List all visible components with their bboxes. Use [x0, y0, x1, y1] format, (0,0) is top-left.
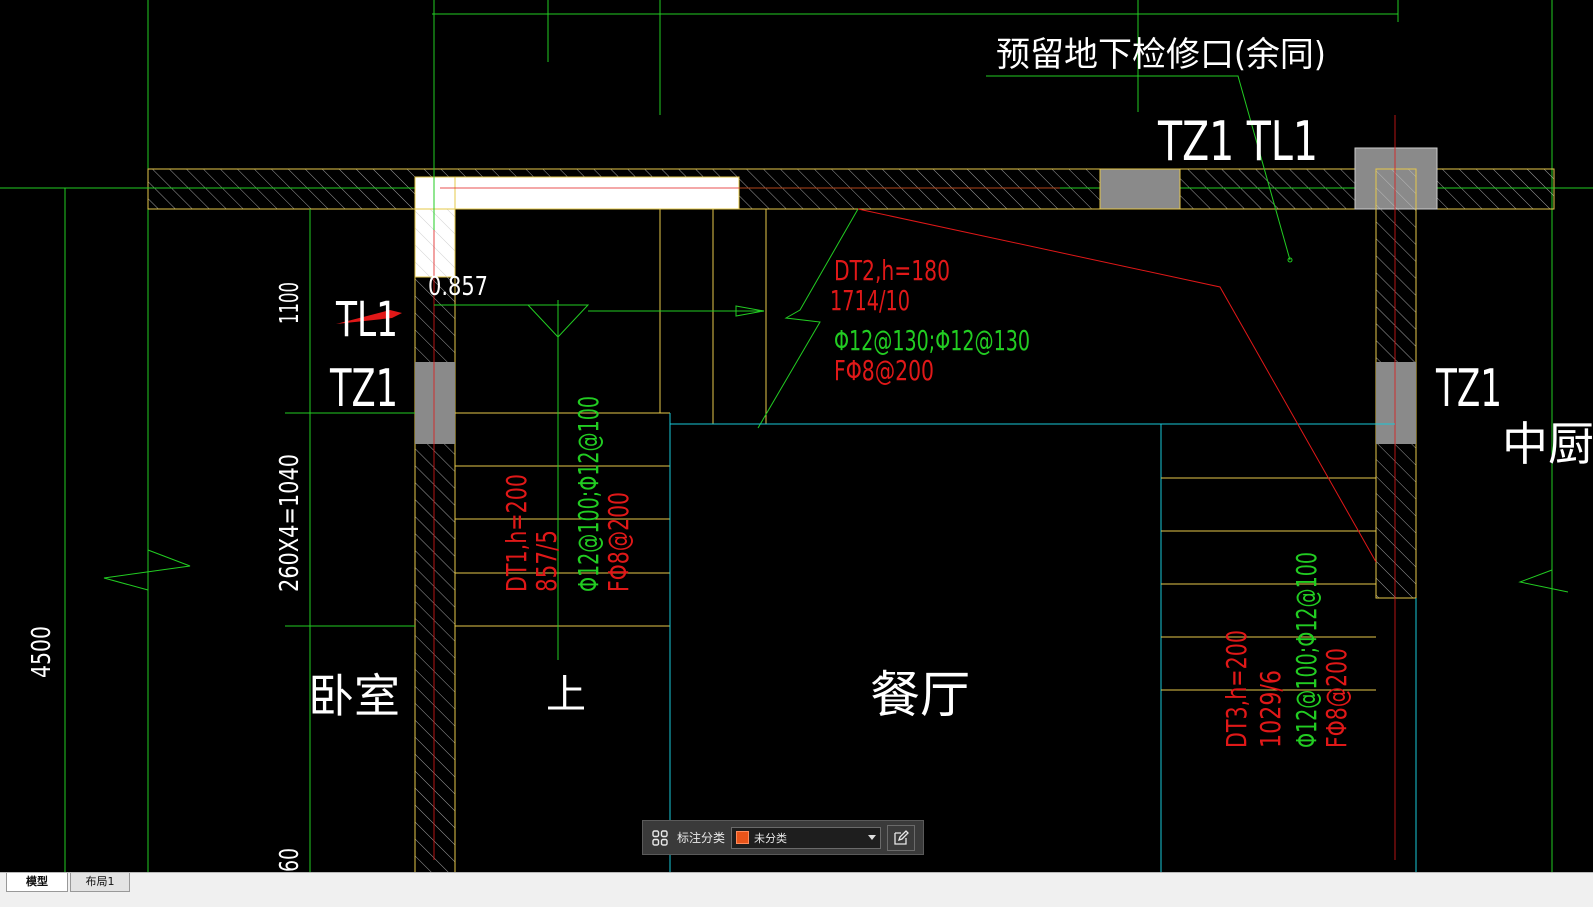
edit-button[interactable] [887, 824, 916, 851]
leader-line [986, 75, 1291, 261]
left-column [414, 0, 456, 876]
tz1-right-label: TZ1 [1435, 359, 1502, 419]
tz1-left-label: TZ1 [329, 359, 398, 419]
break-line [757, 208, 859, 429]
break-line [103, 549, 191, 591]
annotation-category-select[interactable]: 未分类 [731, 826, 882, 849]
dt2-steps: 1714/10 [830, 284, 910, 317]
dt1-rebar: Φ12@100;Φ12@100 [572, 396, 605, 592]
left-dimensions [64, 188, 415, 875]
bedroom-label: 卧室 [308, 669, 400, 723]
section-line [857, 208, 1377, 563]
chevron-down-icon [868, 835, 877, 840]
red-arrow-icon [336, 310, 402, 324]
stair-arrow-head [527, 304, 590, 338]
stair-dt3 [1161, 477, 1376, 691]
dim-60: 60 [275, 848, 305, 872]
dt3-steps: 1029/6 [1254, 670, 1287, 748]
dt1-dist: FΦ8@200 [602, 492, 635, 592]
top-wall [0, 147, 1593, 210]
grid-icon[interactable] [649, 827, 671, 849]
dt3-rebar: Φ12@100;Φ12@100 [1290, 552, 1323, 748]
tab-layout1[interactable]: 布局1 [70, 873, 130, 892]
dt2-label: DT2,h=180 [834, 254, 950, 287]
dim-1100: 1100 [275, 282, 305, 324]
tz1-tl1-label: TZ1 TL1 [1157, 110, 1318, 173]
edit-icon [894, 829, 909, 845]
room-boundary [669, 413, 1395, 875]
dim-stair: 260X4=1040 [275, 454, 305, 592]
annotation-category-label: 标注分类 [677, 831, 726, 845]
selected-category: 未分类 [754, 831, 788, 845]
top-dimension [432, 0, 1399, 115]
right-column [1375, 115, 1417, 875]
tab-model[interactable]: 模型 [6, 873, 68, 892]
dt3-dist: FΦ8@200 [1320, 648, 1353, 748]
dim-4500: 4500 [27, 626, 57, 678]
tl1-label: TL1 [335, 292, 398, 348]
cad-drawing-canvas[interactable]: 预留地下检修口(余同) TZ1 TL1 TL1 TZ1 TZ1 中厨 0.857… [0, 0, 1593, 888]
dt1-steps: 857/5 [530, 530, 563, 592]
dt2-rebar: Φ12@130;Φ12@130 [834, 324, 1030, 357]
color-swatch [736, 831, 750, 844]
stair-dt1 [455, 209, 767, 627]
break-line [1518, 569, 1569, 593]
layout-tab-bar: 模型 布局1 [0, 872, 1593, 907]
kitchen-label: 中厨 [1502, 417, 1593, 471]
annotation-toolbar: 标注分类 未分类 [642, 820, 924, 855]
elevation-label: 0.857 [428, 272, 488, 302]
dt3-label: DT3,h=200 [1220, 630, 1253, 748]
access-note-label: 预留地下检修口(余同) [996, 35, 1326, 75]
dt1-label: DT1,h=200 [500, 474, 533, 592]
dt2-dist: FΦ8@200 [834, 354, 934, 387]
up-label: 上 [546, 672, 586, 718]
dining-label: 餐厅 [870, 666, 970, 724]
